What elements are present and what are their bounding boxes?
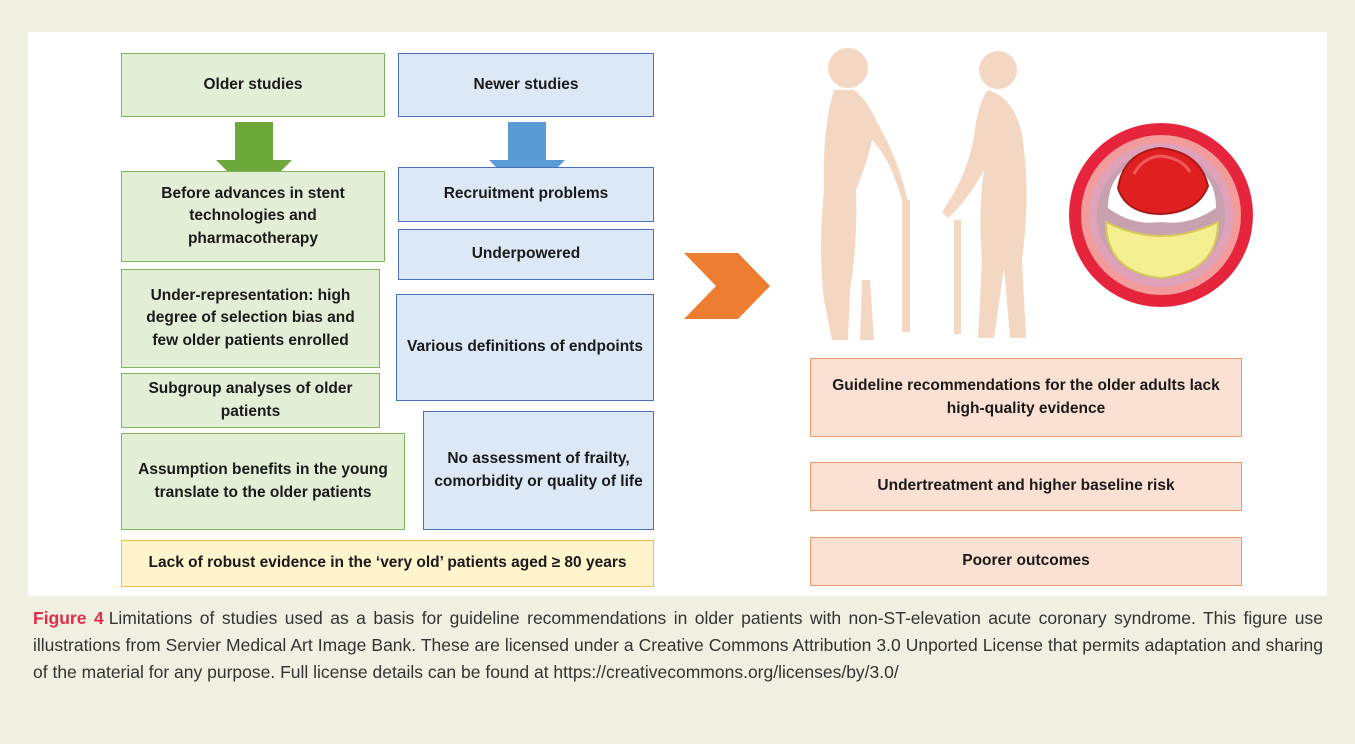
outcome-poorer: Poorer outcomes xyxy=(810,537,1242,586)
orange-right-arrow xyxy=(684,253,770,319)
newer-item-underpowered: Underpowered xyxy=(398,229,654,280)
newer-item-recruitment-problems: Recruitment problems xyxy=(398,167,654,222)
older-item-subgroup-analyses: Subgroup analyses of older patients xyxy=(121,373,380,428)
older-item-stent-technologies: Before advances in stent technologies an… xyxy=(121,171,385,262)
outcome-undertreatment: Undertreatment and higher baseline risk xyxy=(810,462,1242,511)
figure-panel: Older studies Before advances in stent t… xyxy=(28,32,1327,596)
older-item-assumption-benefits: Assumption benefits in the young transla… xyxy=(121,433,405,530)
older-studies-header: Older studies xyxy=(121,53,385,117)
outcome-guideline-evidence: Guideline recommendations for the older … xyxy=(810,358,1242,437)
newer-item-endpoints: Various definitions of endpoints xyxy=(396,294,654,401)
figure-label: Figure 4 xyxy=(33,608,104,628)
older-item-under-representation: Under-representation: high degree of sel… xyxy=(121,269,380,368)
newer-studies-header: Newer studies xyxy=(398,53,654,117)
very-old-evidence-note: Lack of robust evidence in the ‘very old… xyxy=(121,540,654,587)
artery-plaque-illustration xyxy=(1069,123,1253,307)
caption-text: Limitations of studies used as a basis f… xyxy=(33,608,1323,682)
newer-item-frailty: No assessment of frailty, comorbidity or… xyxy=(423,411,654,530)
elderly-couple-illustration xyxy=(821,48,1027,340)
